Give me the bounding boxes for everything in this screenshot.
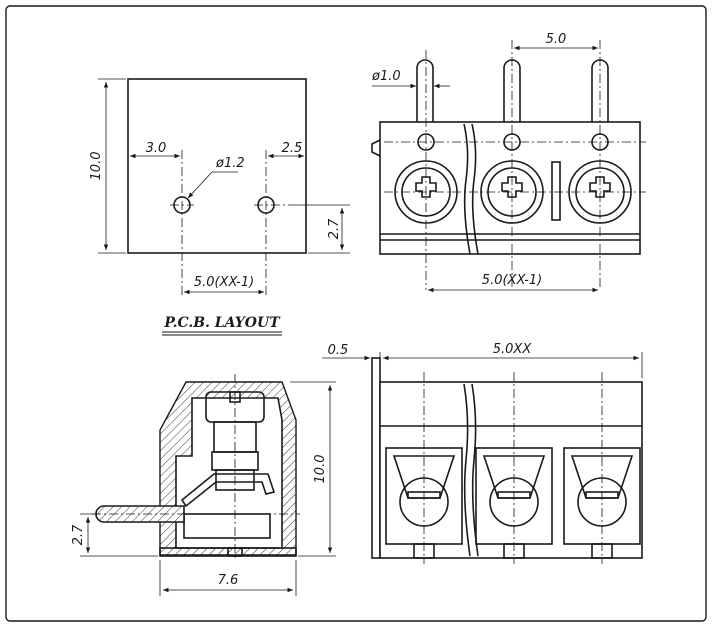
pcb-height-label: 10.0 — [89, 152, 104, 181]
drawing-frame — [5, 5, 707, 622]
pcb-layout-title: P.C.B. LAYOUT — [163, 315, 281, 331]
pcb-hole-height-label: 2.7 — [327, 218, 342, 239]
pcb-hole-diameter-label: ø1.2 — [215, 156, 245, 171]
front-overall-width-label: 5.0XX — [493, 342, 533, 357]
top-pitch-label: 5.0 — [546, 32, 567, 47]
front-view: 0.5 5.0XX — [322, 342, 643, 564]
side-pin-height-label: 2.7 — [71, 524, 86, 545]
top-view-pins — [416, 59, 609, 131]
top-view: 5.0 ø1.0 5.0(XX-1) — [371, 32, 646, 293]
side-depth-label: 7.6 — [218, 573, 239, 588]
top-pin-diameter-label: ø1.0 — [371, 69, 401, 84]
pcb-right-offset-label: 2.5 — [282, 141, 303, 156]
pcb-pitch-span-label: 5.0(XX-1) — [194, 275, 254, 290]
pcb-left-offset-label: 3.0 — [146, 141, 167, 156]
side-view: 10.0 2.7 7.6 — [71, 374, 336, 596]
side-height-label: 10.0 — [313, 455, 328, 484]
top-pitch-span-label: 5.0(XX-1) — [482, 273, 542, 288]
front-offset-label: 0.5 — [328, 343, 349, 358]
pcb-layout-view: 10.0 3.0 2.5 ø1.2 2.7 5.0(XX-1) P.C.B. L… — [89, 78, 350, 336]
